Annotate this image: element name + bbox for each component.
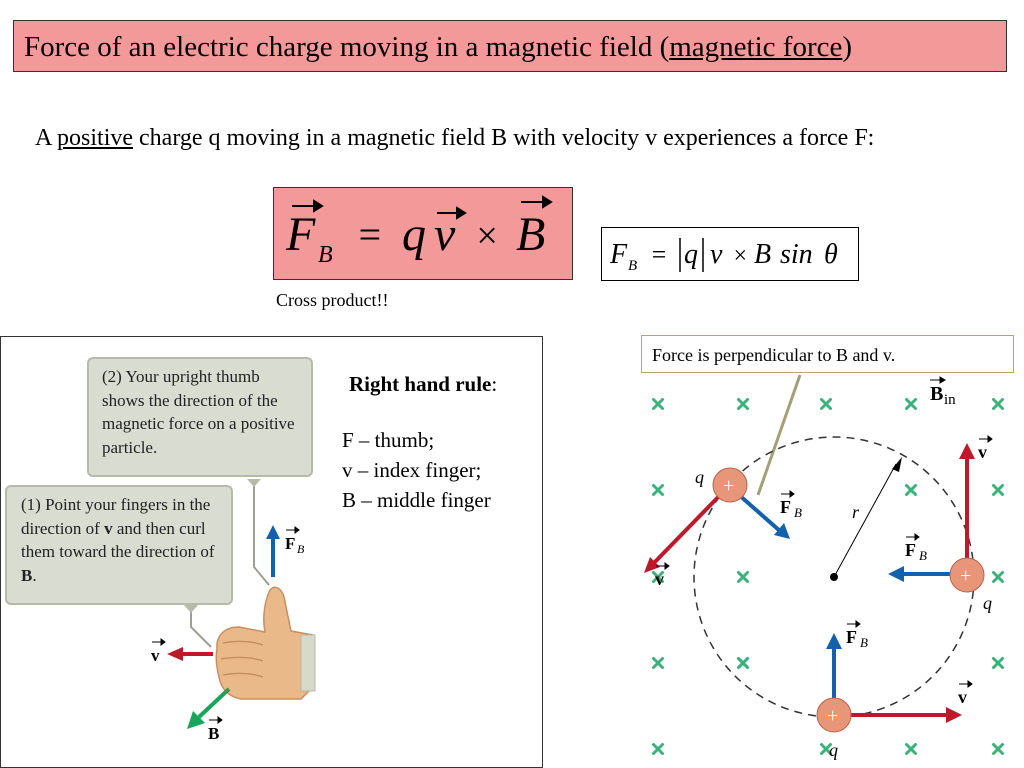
perpendicular-note: Force is perpendicular to B and v. [641, 335, 1014, 373]
svg-text:F: F [285, 208, 316, 261]
velocity-label-right: v [978, 442, 987, 462]
callout-fingers-part2: and then curl them toward the direction … [21, 518, 215, 562]
svg-text:B: B [318, 242, 333, 268]
force-label-top-left: F [780, 497, 791, 517]
intro-underlined: positive [57, 125, 134, 151]
field-cross-icon [992, 657, 1004, 669]
rhr-title: Right hand rule [349, 372, 492, 396]
title-link[interactable]: magnetic force [669, 31, 843, 63]
cross-product-note: Cross product!! [276, 290, 389, 310]
hand-velocity-label: v [151, 646, 160, 665]
callout-fingers-part1: (1) Point your fingers in the direction … [21, 495, 211, 538]
velocity-label-top-left: v [655, 569, 664, 589]
rhr-line-index: v – index finger; [342, 458, 482, 482]
rhr-colon: : [491, 372, 498, 396]
title-suffix: ) [842, 31, 853, 63]
charge-label-right: q [983, 593, 992, 613]
velocity-arrow-hand [167, 647, 183, 661]
field-cross-icon [652, 398, 664, 410]
hand-illustration: F B v B [151, 479, 316, 743]
callout-fingers-b: B [21, 565, 33, 585]
field-cross-icon [737, 657, 749, 669]
charge-right [949, 557, 985, 593]
field-cross-icon [820, 743, 832, 755]
charge-sign-bottom: + [827, 705, 838, 727]
hand-field-label: B [208, 724, 219, 743]
rhr-line-middle: B – middle finger [342, 488, 491, 512]
field-cross-icon [992, 743, 1004, 755]
svg-text:v: v [710, 239, 723, 270]
formula-magnitude-graphic: F B = q v × B sin θ [609, 238, 838, 274]
force-arrow-hand [266, 525, 280, 539]
field-sub-label: in [944, 392, 956, 408]
intro-part2: charge q moving in a magnetic field B wi… [133, 125, 875, 151]
velocity-label-bottom: v [958, 687, 967, 707]
field-cross-icon [905, 398, 917, 410]
formula-main-graphic: F B = q v × B [285, 195, 553, 268]
slide-title: Force of an electric charge moving in a … [13, 20, 1007, 72]
formula-main: F B = q v × B [273, 187, 573, 280]
formula-magnitude: F B = q v × B sin θ [601, 227, 859, 281]
svg-text:q: q [402, 208, 426, 261]
field-cross-icon [652, 571, 664, 583]
hand-icon [215, 586, 316, 700]
right-hand-rule-panel: F B v B (2) Your upright thumb shows the… [0, 336, 543, 768]
svg-text:=: = [650, 240, 668, 269]
force-sub-right: B [919, 548, 927, 563]
svg-text:B: B [628, 258, 637, 274]
svg-text:B: B [516, 208, 545, 261]
charge-bottom [816, 697, 852, 733]
svg-text:×: × [732, 243, 748, 269]
field-cross-icon [652, 484, 664, 496]
svg-text:B: B [754, 239, 771, 270]
title-prefix: Force of an electric charge moving in a … [24, 31, 670, 63]
field-cross-icon [992, 571, 1004, 583]
svg-text:v: v [434, 208, 456, 261]
field-arrow-hand [187, 711, 205, 729]
field-cross-icon [820, 398, 832, 410]
force-sub-bottom: B [860, 635, 868, 650]
intro-part1: A [35, 125, 58, 151]
field-cross-icon [992, 484, 1004, 496]
field-cross-icon [737, 398, 749, 410]
field-cross-icon [905, 743, 917, 755]
callout-fingers-v: v [104, 518, 113, 538]
callout-fingers-part3: . [32, 565, 37, 585]
right-hand-rule-text: Right hand rule: F – thumb; v – index fi… [342, 369, 497, 515]
rhr-line-thumb: F – thumb; [342, 428, 435, 452]
charge-sign-top-left: + [723, 475, 734, 497]
svg-text:×: × [474, 215, 500, 257]
charge-sign-right: + [960, 565, 971, 587]
intro-text: A positive charge q moving in a magnetic… [35, 112, 955, 164]
force-label-right: F [905, 540, 916, 560]
svg-text:=: = [356, 212, 383, 257]
field-cross-icon [737, 571, 749, 583]
charge-label-bottom: q [829, 740, 838, 760]
charge-top-left [712, 467, 748, 503]
circular-motion-diagram: B in r + q F B v + q F B v + q F B v [644, 374, 1004, 760]
callout-thumb-text: (2) Your upright thumb shows the directi… [102, 367, 295, 457]
svg-text:q: q [684, 239, 698, 270]
svg-text:F: F [609, 239, 628, 270]
field-cross-icon [992, 398, 1004, 410]
callout-fingers: (1) Point your fingers in the direction … [5, 485, 233, 605]
field-cross-icon [905, 484, 917, 496]
hand-force-label: F [285, 534, 295, 553]
svg-text:sin: sin [780, 239, 813, 270]
field-label: B [930, 383, 943, 405]
charge-label-top-left: q [695, 467, 704, 487]
callout-thumb: (2) Your upright thumb shows the directi… [87, 357, 313, 477]
field-crosses [652, 398, 1004, 755]
radius-label: r [852, 502, 860, 522]
hand-force-sub: B [297, 542, 305, 556]
field-cross-icon [652, 657, 664, 669]
svg-text:θ: θ [824, 239, 838, 270]
force-label-bottom: F [846, 627, 857, 647]
field-cross-icon [652, 743, 664, 755]
force-sub-top-left: B [794, 505, 802, 520]
